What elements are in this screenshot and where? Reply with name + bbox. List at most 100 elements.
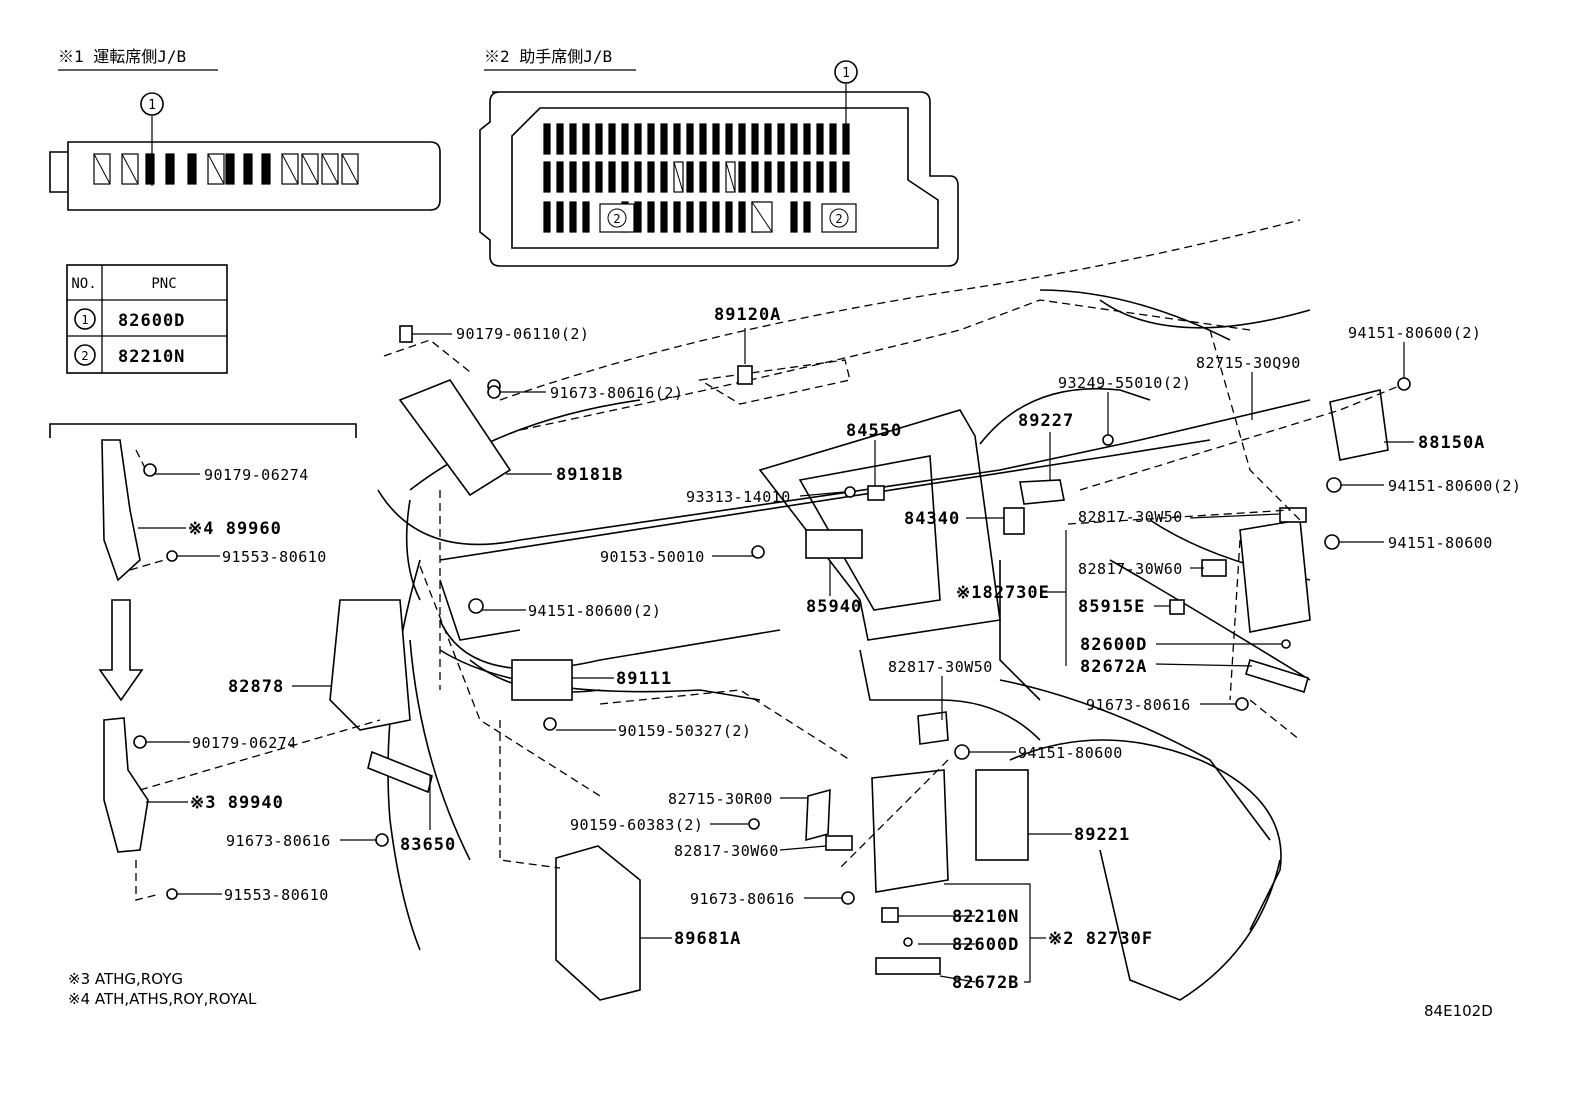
callout-marker-1: 1	[148, 98, 156, 113]
fuse-slot	[608, 123, 616, 155]
part-label[interactable]: 89120A	[714, 305, 781, 325]
fuse-slot	[712, 201, 720, 233]
part-label[interactable]: 90159-60383(2)	[570, 816, 703, 834]
part-label[interactable]: 94151-80600(2)	[528, 602, 661, 620]
fuse-slot	[569, 201, 577, 233]
part-label[interactable]: ※2 82730F	[1048, 929, 1153, 949]
part-label[interactable]: 82672B	[952, 973, 1019, 993]
part-label[interactable]: 82600D	[1080, 635, 1147, 655]
table-row-no: 1	[81, 313, 88, 327]
sensor-89120a	[737, 365, 753, 385]
components	[49, 325, 1389, 1001]
part-label[interactable]: 84340	[904, 509, 960, 529]
fuse-slot	[621, 123, 629, 155]
part-label[interactable]: 90179-06110(2)	[456, 325, 589, 343]
part-label[interactable]: 90159-50327(2)	[618, 722, 751, 740]
fuse-slot	[621, 161, 629, 193]
part-label[interactable]: 85915E	[1078, 597, 1145, 617]
part-label[interactable]: 94151-80600(2)	[1348, 324, 1481, 342]
bolt-icon	[166, 888, 178, 900]
fuse-slot	[145, 153, 155, 185]
part-label[interactable]: ※4 89960	[188, 519, 282, 539]
fuse-slot	[738, 201, 746, 233]
part-label[interactable]: 82817-30W50	[1078, 508, 1183, 526]
table-row-no: 2	[81, 349, 88, 363]
fuse-slot	[777, 161, 785, 193]
part-label[interactable]: 82210N	[952, 907, 1019, 927]
part-label[interactable]: 94151-80600	[1018, 744, 1123, 762]
cover-82672b	[875, 957, 941, 975]
fuse-slot	[790, 201, 798, 233]
fuse-slot	[829, 123, 837, 155]
part-label[interactable]: 82672A	[1080, 657, 1147, 677]
part-label[interactable]: 82817-30W60	[1078, 560, 1183, 578]
part-label[interactable]: 89181B	[556, 465, 623, 485]
part-label[interactable]: ※182730E	[956, 583, 1050, 603]
fuse-slot	[751, 123, 759, 155]
part-label[interactable]: 85940	[806, 597, 862, 617]
nut-icon	[143, 463, 157, 477]
part-label[interactable]: 82715-30R00	[668, 790, 773, 808]
part-label[interactable]: 82600D	[952, 935, 1019, 955]
bolt-icon	[1102, 434, 1114, 446]
fuse-slot	[595, 161, 603, 193]
fuse-slot	[751, 161, 759, 193]
table-header-pnc: PNC	[151, 276, 176, 292]
fuse-slot	[187, 153, 197, 185]
part-label[interactable]: 91673-80616	[690, 890, 795, 908]
part-label[interactable]: 93249-55010(2)	[1058, 374, 1191, 392]
nut-icon	[468, 598, 484, 614]
part-label[interactable]: 91553-80610	[222, 548, 327, 566]
part-label[interactable]: 91673-80616	[1086, 696, 1191, 714]
part-label[interactable]: 91673-80616(2)	[550, 384, 683, 402]
bracket-89960	[101, 439, 141, 582]
fuse-slot	[712, 123, 720, 155]
fuse-slot	[543, 123, 551, 155]
fuse-slot	[712, 161, 720, 193]
fuse-slot	[816, 161, 824, 193]
installation-guides	[129, 329, 1405, 901]
part-label[interactable]: 93313-14010	[686, 488, 791, 506]
footnotes: ※3 ATHG,ROYG ※4 ATH,ATHS,ROY,ROYAL 84E10…	[68, 970, 1493, 1020]
callout-marker-1-passenger: 1	[842, 66, 850, 81]
part-label[interactable]: 89221	[1074, 825, 1130, 845]
part-label[interactable]: 84550	[846, 421, 902, 441]
bolt-icon	[543, 717, 557, 731]
fasteners	[133, 377, 1411, 947]
fuse-slot	[803, 201, 811, 233]
bracket-82715-30r00	[805, 788, 831, 842]
part-label[interactable]: 82817-30W50	[888, 658, 993, 676]
footnote-3: ※3 ATHG,ROYG	[68, 970, 183, 988]
part-label[interactable]: 94151-80600	[1388, 534, 1493, 552]
nut-icon	[133, 735, 147, 749]
fuse-slot	[225, 153, 235, 185]
part-89227	[1019, 479, 1065, 505]
part-label[interactable]: 94151-80600(2)	[1388, 477, 1521, 495]
part-label[interactable]: 90153-50010	[600, 548, 705, 566]
part-label[interactable]: ※3 89940	[190, 793, 284, 813]
fuse-slot	[816, 123, 824, 155]
part-label[interactable]: 91553-80610	[224, 886, 329, 904]
part-label[interactable]: 89111	[616, 669, 672, 689]
part-label[interactable]: 89227	[1018, 411, 1074, 431]
part-label[interactable]: 91673-80616	[226, 832, 331, 850]
fuse-slot	[582, 123, 590, 155]
callout-marker-2: 2	[835, 212, 842, 226]
part-label[interactable]: 88150A	[1418, 433, 1485, 453]
part-label[interactable]: 90179-06274	[204, 466, 309, 484]
part-label[interactable]: 83650	[400, 835, 456, 855]
nut-icon	[1324, 534, 1340, 550]
fuse-slot	[686, 161, 694, 193]
part-label[interactable]: 82878	[228, 677, 284, 697]
fuse-slot	[647, 201, 655, 233]
part-label[interactable]: 82817-30W60	[674, 842, 779, 860]
part-label[interactable]: 89681A	[674, 929, 741, 949]
part-label[interactable]: 90179-06274	[192, 734, 297, 752]
bolt-icon	[375, 833, 389, 847]
part-labels: 90179-06110(2) 91673-80616(2) 89120A 941…	[188, 305, 1521, 993]
module-89221	[975, 769, 1029, 861]
part-label[interactable]: 82715-30Q90	[1196, 354, 1301, 372]
pnc-table: NO. PNC 1 82600D 2 82210N	[66, 264, 228, 374]
